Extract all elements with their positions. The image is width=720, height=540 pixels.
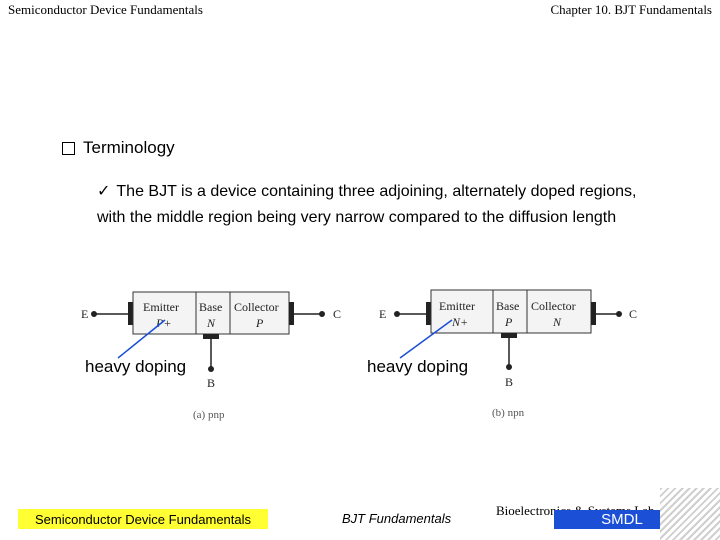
pnp-emitter-label: Emitter <box>143 300 179 314</box>
pnp-c-label: C <box>333 307 341 321</box>
npn-base-doping: P <box>504 315 513 329</box>
npn-e-terminal <box>394 311 400 317</box>
footer-course-text: Semiconductor Device Fundamentals <box>34 511 252 527</box>
pnp-c-contact <box>289 302 294 325</box>
npn-b-contact <box>501 333 517 338</box>
smdl-badge-text: SMDL <box>601 511 643 528</box>
checkmark-icon: ✓ <box>97 183 111 200</box>
npn-c-terminal <box>616 311 622 317</box>
pnp-b-label: B <box>207 376 215 390</box>
npn-emitter-label: Emitter <box>439 299 475 313</box>
pnp-heavy-doping-label: heavy doping <box>85 357 187 376</box>
pnp-e-contact <box>128 302 133 325</box>
pnp-caption: (a) pnp <box>193 409 225 421</box>
bullet-title: Terminology <box>83 138 175 157</box>
pnp-e-terminal <box>91 311 97 317</box>
npn-c-contact <box>591 302 596 325</box>
npn-base-label: Base <box>496 299 519 313</box>
npn-collector-doping: N <box>552 315 562 329</box>
pnp-emitter-doping: P+ <box>155 316 171 330</box>
npn-caption: (b) npn <box>492 407 525 419</box>
pnp-collector-label: Collector <box>234 300 279 314</box>
square-bullet-icon <box>62 141 75 155</box>
bullet-terminology: Terminology <box>62 138 175 158</box>
pnp-base-label: Base <box>199 300 222 314</box>
footer-course-title: Semiconductor Device Fundamentals <box>18 509 268 529</box>
pnp-c-terminal <box>319 311 325 317</box>
smdl-badge: SMDL <box>554 510 690 529</box>
pnp-base-doping: N <box>206 316 216 330</box>
pnp-b-contact <box>203 334 219 339</box>
npn-annotation-arrow <box>399 319 453 359</box>
footer-topic: BJT Fundamentals <box>342 511 452 526</box>
header-left-title: Semiconductor Device Fundamentals <box>8 2 203 17</box>
npn-b-label: B <box>505 375 513 389</box>
npn-b-terminal <box>506 364 512 370</box>
pnp-collector-doping: P <box>255 316 264 330</box>
pnp-diagram: E Emitter P+ Base N Collector P C B (a) … <box>81 291 341 421</box>
npn-body <box>430 289 592 334</box>
npn-e-label: E <box>379 307 386 321</box>
definition-text: ✓The BJT is a device containing three ad… <box>97 179 657 231</box>
npn-collector-label: Collector <box>531 299 576 313</box>
definition-sentence: The BJT is a device containing three adj… <box>97 183 637 226</box>
npn-diagram: E Emitter N+ Base P Collector N C B (b) … <box>379 289 637 419</box>
header-right-title: Chapter 10. BJT Fundamentals <box>550 2 712 17</box>
npn-c-label: C <box>629 307 637 321</box>
npn-heavy-doping-label: heavy doping <box>367 357 469 376</box>
pnp-annotation-arrow <box>117 319 166 359</box>
npn-emitter-doping: N+ <box>451 315 468 329</box>
pnp-e-label: E <box>81 307 88 321</box>
corner-stripes-decoration <box>660 488 720 540</box>
pnp-b-terminal <box>208 366 214 372</box>
npn-e-contact <box>426 302 431 325</box>
